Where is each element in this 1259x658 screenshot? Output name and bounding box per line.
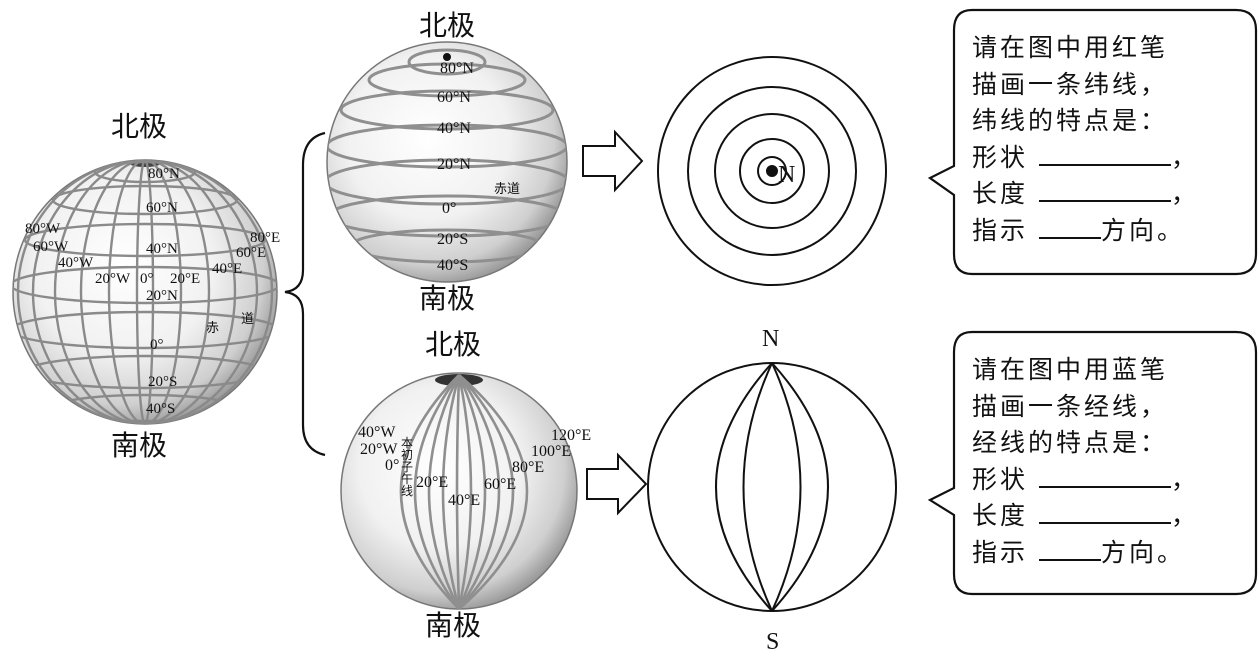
bubble-parallel-line3: 纬线的特点是： xyxy=(972,103,1199,140)
lat-globe-label: 0° xyxy=(442,201,456,217)
lon-globe-north-pole-label: 北极 xyxy=(425,331,481,359)
shape-label: 形状 xyxy=(972,143,1028,172)
main-lon-label: 80°W xyxy=(25,222,60,237)
direction-suffix: 方向。 xyxy=(1101,216,1185,245)
lat-globe-label: 20°N xyxy=(437,157,471,173)
bubble-parallel-text: 请在图中用红笔 描画一条纬线， 纬线的特点是： 形状 ， 长度 ， 指示 方向。 xyxy=(972,30,1199,249)
bubble-parallel-shape-row: 形状 ， xyxy=(972,140,1199,177)
main-lat-label: 40°S xyxy=(146,402,175,417)
direction-blank[interactable] xyxy=(1039,213,1101,239)
main-lon-label: 40°E xyxy=(212,262,242,277)
main-lat-label: 20°S xyxy=(148,375,177,390)
comma: ， xyxy=(1171,179,1199,208)
length-label: 长度 xyxy=(972,501,1028,530)
main-lat-label: 80°N xyxy=(148,167,180,182)
main-north-pole-label: 北极 xyxy=(111,113,167,141)
lat-globe-north-pole-label: 北极 xyxy=(419,12,475,40)
main-lon-label: 60°E xyxy=(236,246,266,261)
lon-globe-label: 20°E xyxy=(416,475,448,491)
lon-globe-label: 40°W xyxy=(358,425,396,441)
direction-suffix: 方向。 xyxy=(1101,538,1185,567)
lon-globe-label: 60°E xyxy=(484,477,516,493)
main-equator-label-1: 赤 xyxy=(206,322,219,335)
length-label: 长度 xyxy=(972,179,1028,208)
main-lon-label: 0° xyxy=(140,272,154,287)
arrow-to-parallels xyxy=(583,132,642,190)
main-lat-label: 20°N xyxy=(146,289,178,304)
bubble-parallel-line2: 描画一条纬线， xyxy=(972,67,1199,104)
main-equator-label-2: 道 xyxy=(241,313,254,326)
main-globe xyxy=(11,159,279,424)
main-lon-label: 40°W xyxy=(58,256,93,271)
direction-label: 指示 xyxy=(972,216,1028,245)
lon-globe-label: 100°E xyxy=(531,444,571,460)
longitude-globe xyxy=(341,373,577,609)
bubble-parallel-line1: 请在图中用红笔 xyxy=(972,30,1199,67)
parallels-diagram xyxy=(658,57,886,285)
lon-globe-south-pole-label: 南极 xyxy=(425,612,481,640)
meridians-south-label: S xyxy=(766,630,779,654)
comma: ， xyxy=(1171,501,1199,530)
main-lat-label: 0° xyxy=(150,338,164,353)
bubble-parallel-length-row: 长度 ， xyxy=(972,176,1199,213)
lat-globe-label: 40°N xyxy=(437,121,471,137)
length-blank[interactable] xyxy=(1039,498,1171,524)
grouping-brace xyxy=(285,133,325,455)
meridians-north-label: N xyxy=(762,327,779,351)
lat-globe-label: 60°N xyxy=(437,90,471,106)
lat-globe-label: 80°N xyxy=(440,61,474,77)
length-blank[interactable] xyxy=(1039,176,1171,202)
bubble-meridian-direction-row: 指示 方向。 xyxy=(972,535,1199,572)
bubble-parallel-direction-row: 指示 方向。 xyxy=(972,213,1199,250)
main-lon-label: 80°E xyxy=(250,231,280,246)
main-lon-label: 20°W xyxy=(95,272,130,287)
bubble-meridian-text: 请在图中用蓝笔 描画一条经线， 经线的特点是： 形状 ， 长度 ， 指示 方向。 xyxy=(972,352,1199,571)
lon-globe-label: 0° xyxy=(385,458,399,474)
main-south-pole-label: 南极 xyxy=(111,432,167,460)
parallels-center-north-label: N xyxy=(778,163,795,187)
comma: ， xyxy=(1171,465,1199,494)
bubble-meridian-shape-row: 形状 ， xyxy=(972,462,1199,499)
lon-globe-label: 80°E xyxy=(512,460,544,476)
bubble-meridian-line3: 经线的特点是： xyxy=(972,425,1199,462)
lat-globe-label: 40°S xyxy=(437,258,468,274)
main-lon-label: 20°E xyxy=(170,272,200,287)
lat-globe-equator-label: 赤道 xyxy=(494,183,520,196)
prime-meridian-label: 本初子午线 xyxy=(401,437,413,497)
shape-blank[interactable] xyxy=(1039,462,1171,488)
meridians-diagram xyxy=(648,363,896,611)
shape-label: 形状 xyxy=(972,465,1028,494)
direction-blank[interactable] xyxy=(1039,535,1101,561)
main-lon-label: 60°W xyxy=(33,240,68,255)
direction-label: 指示 xyxy=(972,538,1028,567)
comma: ， xyxy=(1171,143,1199,172)
bubble-meridian-line1: 请在图中用蓝笔 xyxy=(972,352,1199,389)
arrow-to-meridians xyxy=(587,455,646,513)
bubble-meridian-line2: 描画一条经线， xyxy=(972,389,1199,426)
lon-globe-label: 40°E xyxy=(448,493,480,509)
lon-globe-label: 120°E xyxy=(551,428,591,444)
main-lat-label: 40°N xyxy=(146,242,178,257)
main-lat-label: 60°N xyxy=(146,201,178,216)
bubble-meridian-length-row: 长度 ， xyxy=(972,498,1199,535)
lon-globe-label: 20°W xyxy=(360,442,398,458)
lat-globe-label: 20°S xyxy=(437,232,468,248)
lat-globe-south-pole-label: 南极 xyxy=(419,285,475,313)
shape-blank[interactable] xyxy=(1039,140,1171,166)
